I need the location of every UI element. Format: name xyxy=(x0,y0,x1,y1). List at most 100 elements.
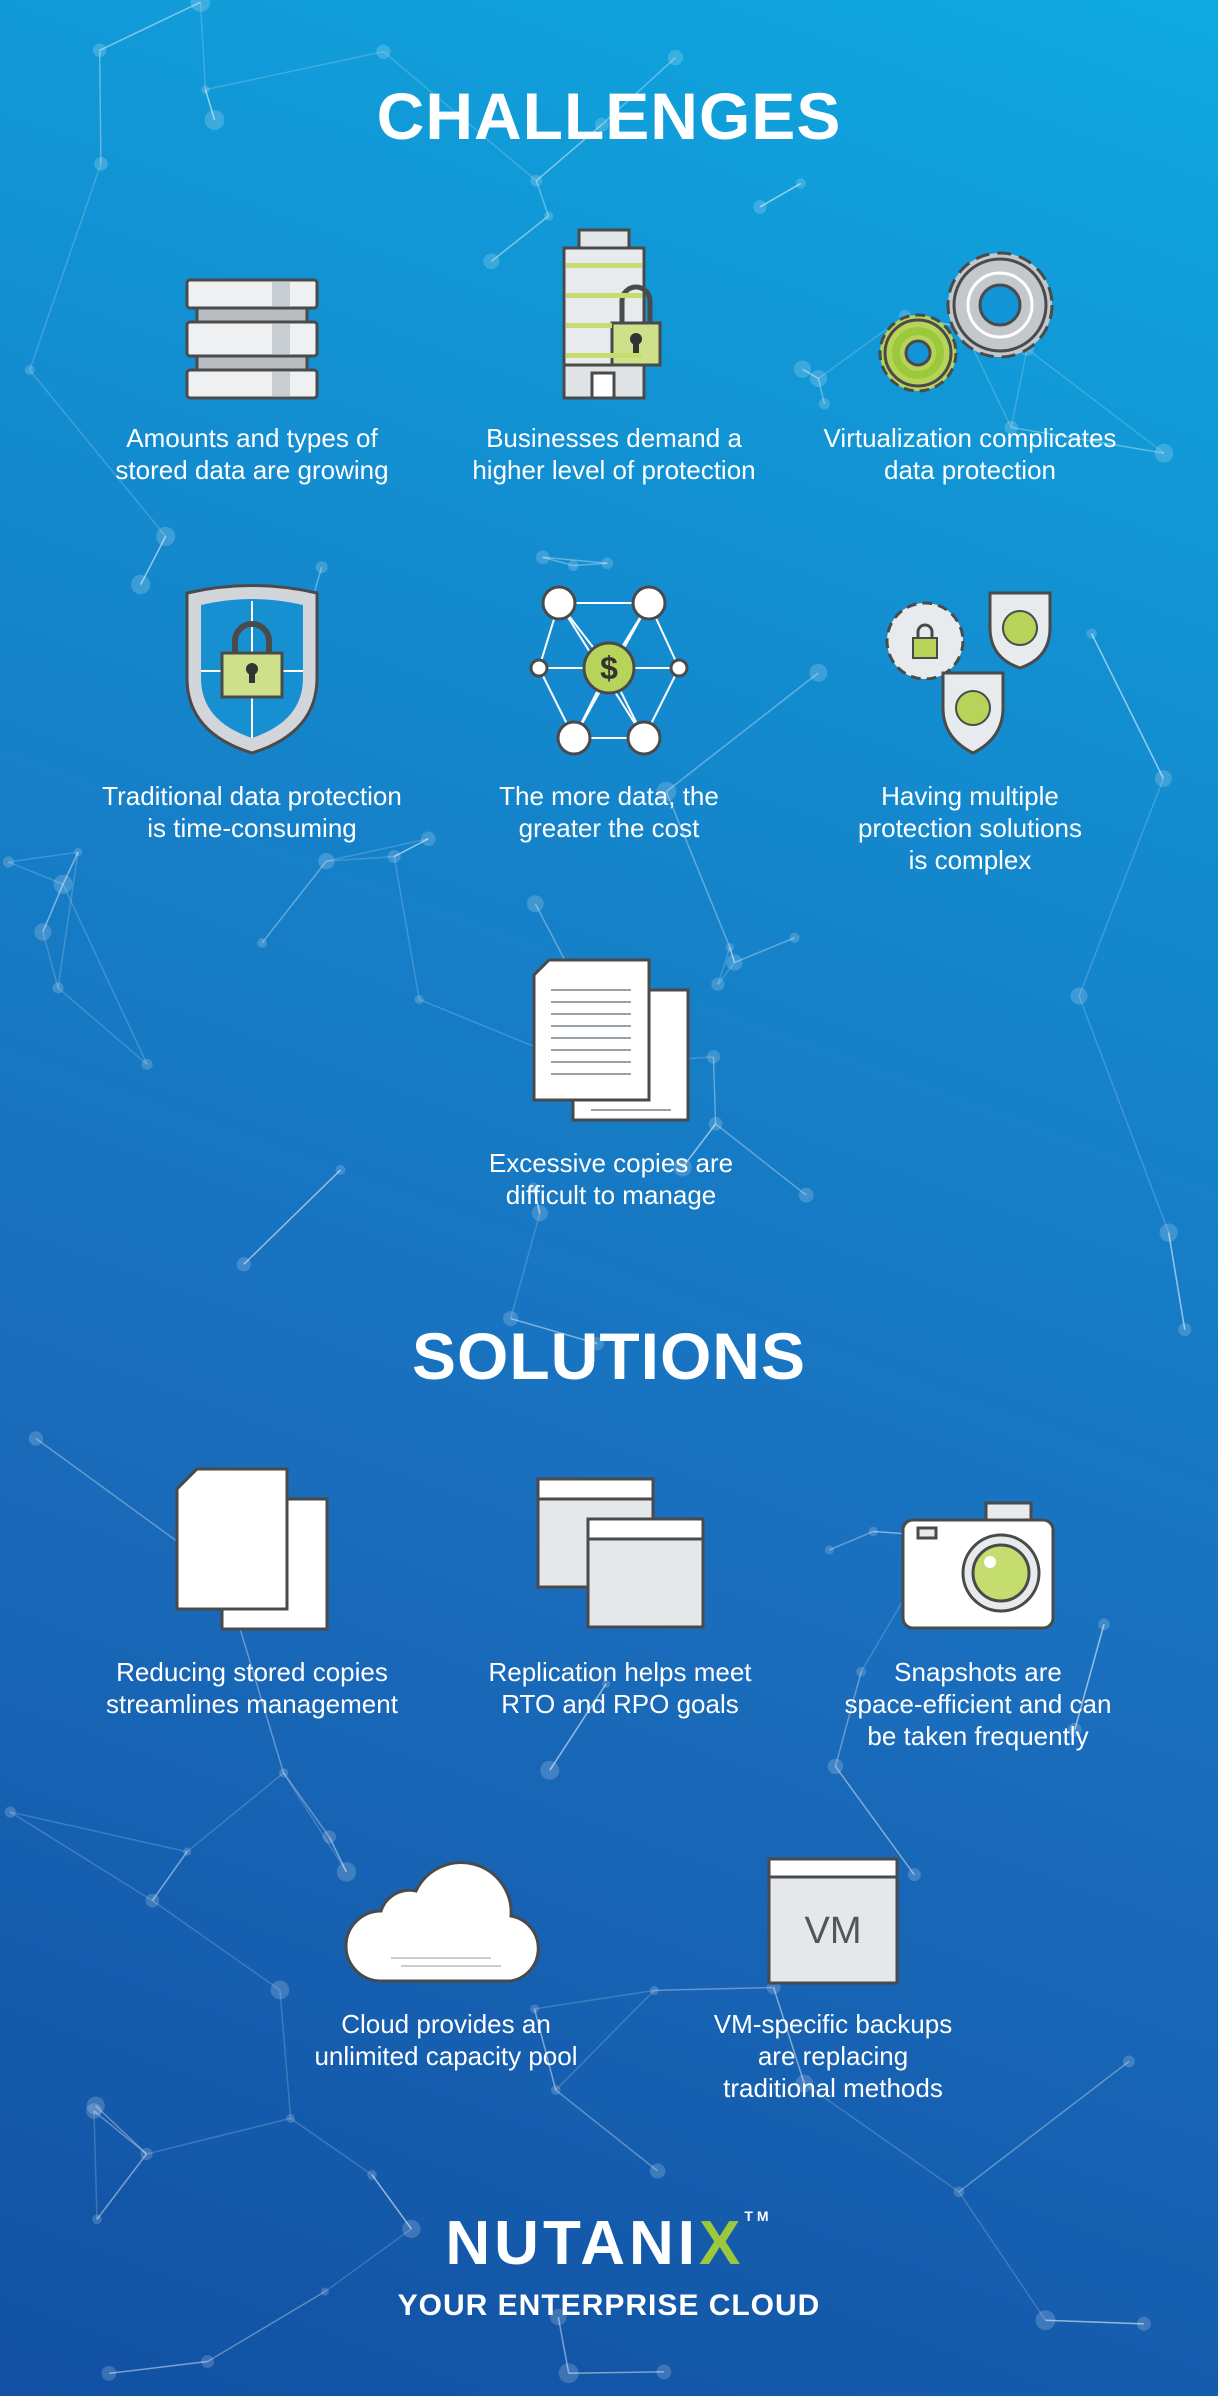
network-node xyxy=(201,2355,215,2369)
network-line xyxy=(729,947,736,963)
network-node xyxy=(649,2163,666,2179)
network-line xyxy=(139,536,167,585)
network-line xyxy=(186,1772,285,1853)
network-line xyxy=(1045,2319,1144,2325)
network-line xyxy=(98,50,102,164)
network-line xyxy=(29,369,167,537)
network-line xyxy=(62,851,79,885)
solutions-title: SOLUTIONS xyxy=(411,1319,806,1393)
network-node xyxy=(1086,628,1097,639)
network-line xyxy=(371,2174,413,2230)
network-line xyxy=(243,1169,342,1265)
network-line xyxy=(715,1123,807,1196)
network-line xyxy=(715,1123,807,1196)
network-line xyxy=(712,1056,717,1124)
nutanix-logo: NUTANIXTM YOUR ENTERPRISE CLOUD xyxy=(0,2208,1218,2323)
network-line xyxy=(62,883,148,1065)
network-node xyxy=(1068,1722,1082,1737)
network-line xyxy=(681,1123,717,1168)
network-line xyxy=(29,163,102,371)
network-line xyxy=(557,2316,570,2374)
network-line xyxy=(282,1772,348,1873)
network-line xyxy=(62,851,79,885)
network-line xyxy=(282,1772,330,1838)
network-line xyxy=(8,851,79,863)
cloud-icon xyxy=(344,1861,540,1983)
replication-windows-icon xyxy=(536,1477,704,1629)
network-line xyxy=(533,2008,557,2091)
network-node xyxy=(286,2113,296,2123)
network-line xyxy=(681,1123,717,1168)
network-node xyxy=(809,663,828,682)
network-line xyxy=(1090,633,1165,779)
network-node xyxy=(567,560,579,571)
network-line xyxy=(510,1317,598,1345)
network-line xyxy=(279,1989,292,2119)
network-line xyxy=(383,51,537,182)
network-node xyxy=(1004,420,1018,435)
network-node xyxy=(376,44,391,59)
network-node xyxy=(540,1760,560,1780)
network-line xyxy=(93,2111,98,2220)
network-line xyxy=(654,1986,774,1992)
tagline: YOUR ENTERPRISE CLOUD xyxy=(397,2289,821,2322)
network-line xyxy=(534,1989,655,2010)
network-line xyxy=(139,536,167,585)
network-line xyxy=(535,180,550,217)
network-node xyxy=(1136,2316,1151,2331)
network-line xyxy=(665,791,731,948)
network-line xyxy=(139,536,167,585)
svg-text:$: $ xyxy=(600,650,618,686)
network-node xyxy=(526,895,544,913)
network-line xyxy=(834,1765,915,1876)
network-node xyxy=(824,1545,834,1555)
network-node xyxy=(270,1980,290,2000)
network-node xyxy=(1122,2055,1135,2068)
network-line xyxy=(151,1899,281,1991)
reduced-copies-icon xyxy=(175,1467,329,1631)
network-node xyxy=(649,1985,659,1995)
network-line xyxy=(535,124,603,182)
network-node xyxy=(558,2363,579,2384)
network-line xyxy=(533,1187,541,1214)
network-node xyxy=(322,1830,336,1844)
network-line xyxy=(601,57,676,126)
network-line xyxy=(328,1836,348,1873)
network-node xyxy=(798,1187,814,1203)
network-line xyxy=(98,50,102,164)
network-line xyxy=(772,1987,805,2084)
network-line xyxy=(829,1530,874,1551)
network-line xyxy=(1078,995,1170,1233)
network-node xyxy=(387,850,401,863)
network-line xyxy=(729,947,736,963)
network-line xyxy=(1026,348,1165,454)
network-line xyxy=(99,1,201,51)
network-node xyxy=(92,43,107,57)
network-line xyxy=(549,1683,607,1771)
network-line xyxy=(958,2191,1047,2321)
network-line xyxy=(490,215,550,262)
network-node xyxy=(190,0,211,12)
network-line xyxy=(95,2105,148,2155)
network-node xyxy=(141,1058,153,1070)
network-line xyxy=(243,1169,342,1265)
network-line xyxy=(204,89,216,121)
network-line xyxy=(9,1811,153,1902)
network-line xyxy=(108,2360,208,2375)
network-line xyxy=(95,2105,148,2155)
network-node xyxy=(320,2287,329,2296)
network-line xyxy=(772,1987,805,2084)
network-node xyxy=(907,1868,921,1882)
network-line xyxy=(573,562,608,567)
network-line xyxy=(1011,426,1165,454)
network-line xyxy=(42,883,64,933)
network-line xyxy=(834,1765,915,1876)
network-node xyxy=(789,932,800,943)
network-line xyxy=(328,1836,348,1873)
